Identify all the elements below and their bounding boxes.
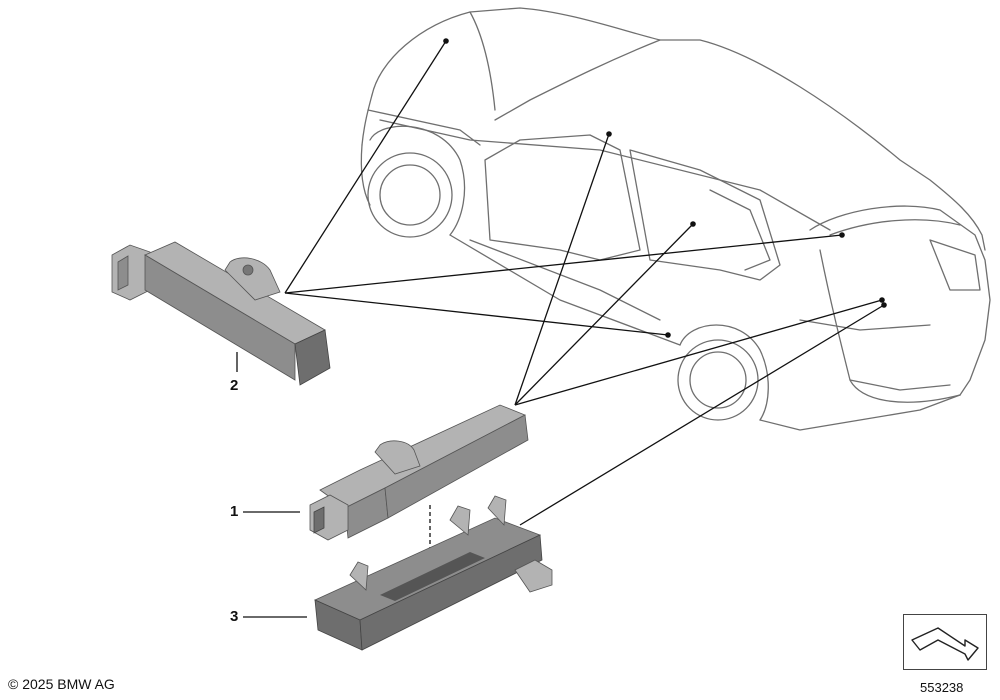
pointer-dots	[443, 38, 887, 338]
copyright-text: © 2025 BMW AG	[8, 676, 115, 692]
figure-box	[903, 614, 987, 670]
mounting-bracket	[314, 495, 553, 651]
antenna-module	[111, 241, 331, 386]
callout-2: 2	[230, 377, 239, 394]
figure-id: 553238	[920, 680, 964, 695]
vehicle-outline	[360, 7, 991, 431]
callout-1: 1	[230, 503, 239, 520]
callout-3: 3	[230, 608, 239, 625]
control-unit	[309, 404, 529, 541]
leader-lines	[236, 40, 885, 618]
